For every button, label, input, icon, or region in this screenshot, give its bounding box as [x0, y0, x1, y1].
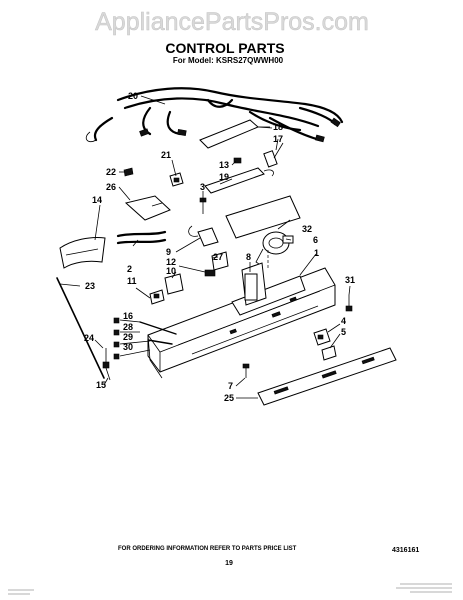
- callout-32: 32: [302, 224, 312, 234]
- rod-23: [56, 277, 105, 379]
- part-21: [169, 172, 184, 187]
- document-number: 4316161: [392, 547, 419, 554]
- diagram-title: CONTROL PARTS: [165, 40, 284, 56]
- cover-26: [124, 195, 171, 221]
- bracket-18: [199, 119, 273, 149]
- callout-20: 20: [128, 91, 138, 101]
- part-24-15: [102, 348, 111, 381]
- callout-19: 19: [219, 172, 229, 182]
- parts-10-12-27: [164, 251, 229, 295]
- callout-27: 27: [213, 252, 223, 262]
- callout-29: 29: [123, 332, 133, 342]
- part-22: [123, 167, 134, 177]
- part-11: [149, 289, 165, 305]
- control-housing: [147, 250, 336, 379]
- trim-25: [257, 347, 397, 406]
- callout-9: 9: [166, 247, 171, 257]
- callout-6: 6: [313, 235, 318, 245]
- screw-31: [345, 295, 353, 312]
- callout-28: 28: [123, 322, 133, 332]
- callout-1: 1: [314, 248, 319, 258]
- callout-25: 25: [224, 393, 234, 403]
- motor-6: [255, 231, 294, 267]
- callout-3: 3: [200, 182, 205, 192]
- parts-16-30: [113, 317, 177, 360]
- cover-14: [59, 237, 106, 269]
- callout-26: 26: [106, 182, 116, 192]
- callout-18: 18: [273, 122, 283, 132]
- wire-2: [116, 230, 167, 245]
- thermostat-17: [263, 142, 284, 168]
- model-number: For Model: KSRS27QWWH00: [173, 56, 284, 65]
- callout-21: 21: [161, 150, 171, 160]
- ordering-note: FOR ORDERING INFORMATION REFER TO PARTS …: [118, 546, 297, 552]
- callout-16: 16: [123, 311, 133, 321]
- control-9: [188, 225, 219, 247]
- leader-lines: [59, 95, 351, 399]
- callout-2: 2: [127, 264, 132, 274]
- callout-23: 23: [85, 281, 95, 291]
- callout-11: 11: [127, 276, 137, 286]
- callout-31: 31: [345, 275, 355, 285]
- callout-7: 7: [228, 381, 233, 391]
- screw-3: [199, 197, 207, 214]
- callout-24: 24: [84, 333, 94, 343]
- callout-8: 8: [246, 252, 251, 262]
- corner-fine-print: [8, 583, 452, 595]
- screw-7: [242, 363, 250, 378]
- panel-32: [225, 195, 301, 239]
- callout-15: 15: [96, 380, 106, 390]
- callout-10: 10: [166, 266, 176, 276]
- watermark: AppliancePartsPros.com: [95, 8, 369, 36]
- callout-4: 4: [341, 316, 346, 326]
- callout-17: 17: [273, 134, 283, 144]
- part-13-19: [204, 157, 274, 194]
- callout-5: 5: [341, 327, 346, 337]
- page-number: 19: [225, 560, 233, 567]
- callout-13: 13: [219, 160, 229, 170]
- callout-30: 30: [123, 342, 133, 352]
- callout-12: 12: [166, 257, 176, 267]
- callout-labels: 20 18 17 21 13 19 3 22 26 14 32 6 9 12 1…: [84, 91, 355, 403]
- callout-14: 14: [92, 195, 102, 205]
- callout-22: 22: [106, 167, 116, 177]
